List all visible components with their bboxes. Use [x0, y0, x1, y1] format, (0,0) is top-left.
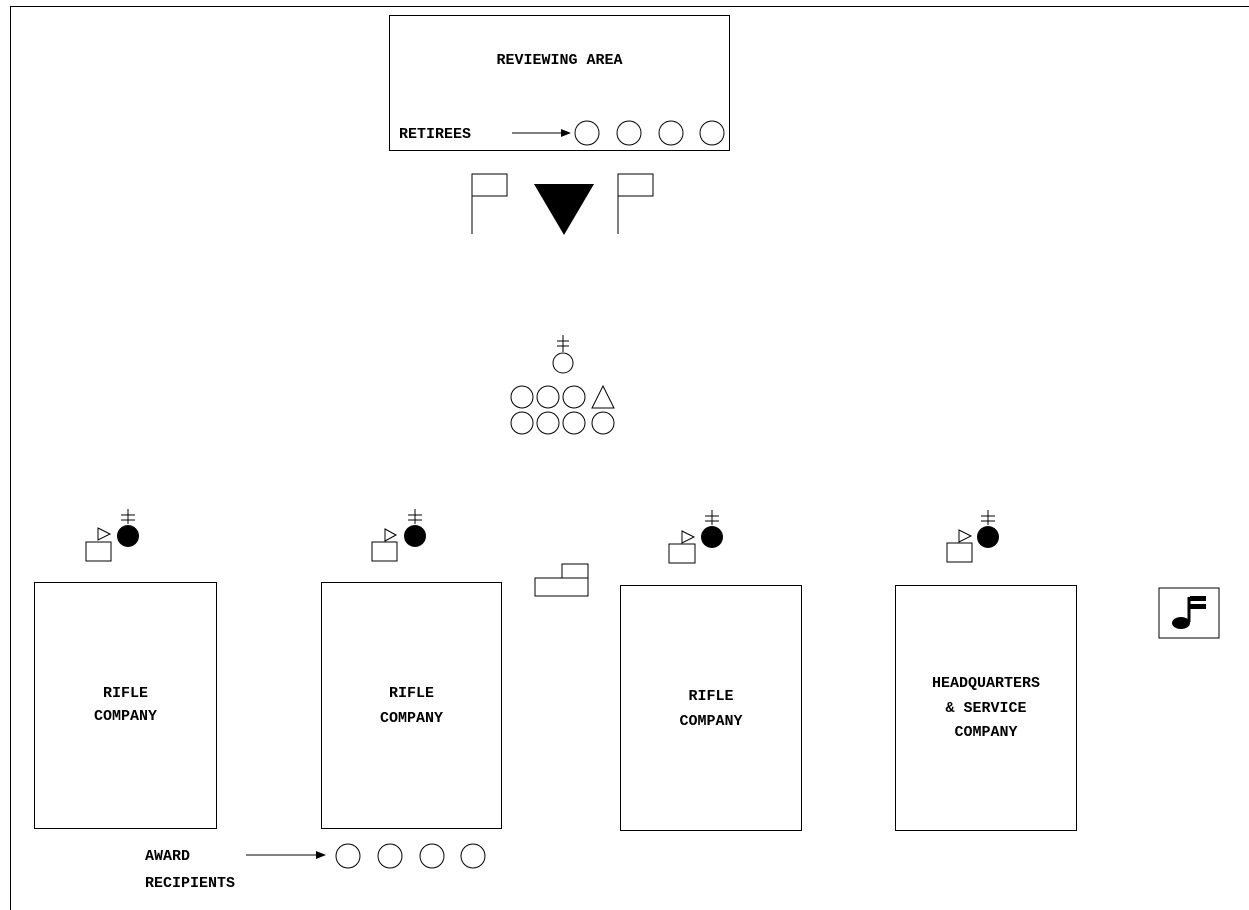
company-3-label-line2: COMPANY: [679, 713, 743, 730]
guidon-box-icon: [371, 541, 398, 562]
company-4-label-line1: HEADQUARTERS: [931, 675, 1041, 692]
staff-circle: [510, 385, 534, 409]
company-4-label-line2: & SERVICE: [945, 700, 1027, 717]
award-recipient-circle: [335, 843, 361, 869]
guidon-icon: [681, 530, 696, 544]
commander-icon: [977, 526, 999, 548]
company-box-2: [321, 582, 502, 829]
diagram-border-left: [10, 6, 11, 910]
guidon-icon: [384, 528, 398, 542]
staff-circle: [536, 411, 560, 435]
company-1-label-line1: RIFLE: [102, 685, 148, 702]
guidon-box-icon: [946, 542, 973, 563]
company-box-1: [34, 582, 217, 829]
retiree-circle: [616, 120, 642, 146]
staff-circle: [562, 411, 586, 435]
company-4-label-line3: COMPANY: [954, 724, 1018, 741]
retiree-circle: [699, 120, 725, 146]
guidon-icon: [958, 529, 973, 543]
flag-icon: [617, 173, 654, 234]
retiree-markers: [574, 120, 725, 146]
color-guard-icon: [534, 563, 589, 597]
staff-circle: [591, 411, 615, 435]
adjutant-icon: [591, 384, 615, 409]
company-box-4: [895, 585, 1077, 831]
reviewing-area-title: REVIEWING AREA: [496, 52, 623, 69]
staff-group: [510, 384, 615, 435]
award-recipient-circle: [377, 843, 403, 869]
retirees-label: RETIREES: [399, 126, 472, 143]
guidon-icon: [97, 527, 112, 541]
retiree-circle: [574, 120, 600, 146]
award-recipient-markers: [335, 843, 486, 869]
commander-icon: [404, 525, 426, 547]
award-recipients-label-line2: RECIPIENTS: [145, 875, 236, 892]
commander-icon: [117, 525, 139, 547]
band-icon: [1158, 587, 1220, 639]
retiree-circle: [658, 120, 684, 146]
flag-icon: [471, 173, 508, 234]
guidon-box-icon: [85, 541, 112, 562]
company-4-leader-group: [946, 510, 999, 563]
company-3-leader-group: [668, 510, 723, 564]
award-recipients-label-line1: AWARD: [145, 848, 191, 865]
company-2-label-line2: COMPANY: [379, 710, 443, 727]
staff-circle: [510, 411, 534, 435]
award-recipient-circle: [419, 843, 445, 869]
award-recipient-circle: [460, 843, 486, 869]
commander-icon: [701, 526, 723, 548]
reviewing-officer-triangle-icon: [534, 184, 594, 235]
staff-circle: [536, 385, 560, 409]
staff-circle: [562, 385, 586, 409]
commander-icon: [552, 335, 574, 374]
guidon-box-icon: [668, 543, 696, 564]
company-2-label-line1: RIFLE: [388, 685, 434, 702]
company-1-label-line2: COMPANY: [93, 708, 157, 725]
company-box-3: [620, 585, 802, 831]
company-2-leader-group: [371, 509, 426, 562]
company-3-label-line1: RIFLE: [688, 688, 734, 705]
diagram-border-top: [10, 6, 1249, 7]
company-1-leader-group: [85, 509, 139, 562]
